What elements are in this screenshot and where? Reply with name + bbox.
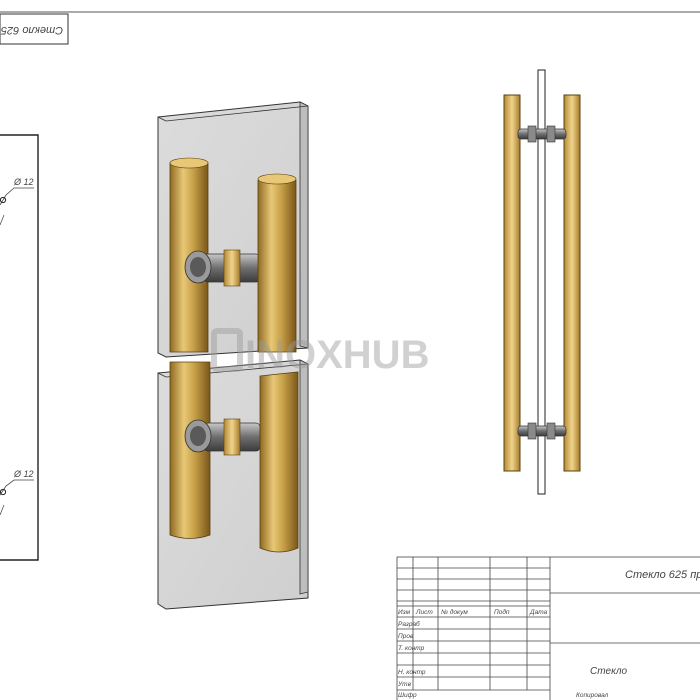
drawing-name: Стекло 625 пр <box>625 569 700 581</box>
upper-detail-view <box>157 101 309 358</box>
role-prov: Пров <box>398 633 414 640</box>
footer-code: Шифр <box>398 692 417 699</box>
dimension-upper: Ø 12 <box>13 177 34 187</box>
dimension-lower: Ø 12 <box>13 469 34 479</box>
top-label-text: Стекло 625 <box>0 24 63 36</box>
header-doc: № докум <box>441 608 468 616</box>
header-izm: Изм <box>398 609 411 616</box>
role-razrab: Разраб <box>398 620 420 628</box>
role-nkontr: Н. контр <box>398 669 426 676</box>
watermark-text: INOXHUB <box>245 333 429 377</box>
role-utv: Утв <box>397 681 412 688</box>
front-view-handle <box>503 69 581 495</box>
header-list: Лист <box>415 609 433 616</box>
footer-copied: Копировал <box>576 692 609 699</box>
top-label-box: Стекло 625 <box>0 13 69 45</box>
header-date: Дата <box>529 609 548 616</box>
lower-detail-view <box>157 359 309 610</box>
title-block <box>396 556 700 700</box>
left-section-view <box>0 134 39 561</box>
header-sign: Подп <box>494 608 510 616</box>
role-tkontr: Т. контр <box>398 645 425 652</box>
material-name: Стекло <box>590 666 627 677</box>
watermark: INOXHUB <box>211 328 429 377</box>
